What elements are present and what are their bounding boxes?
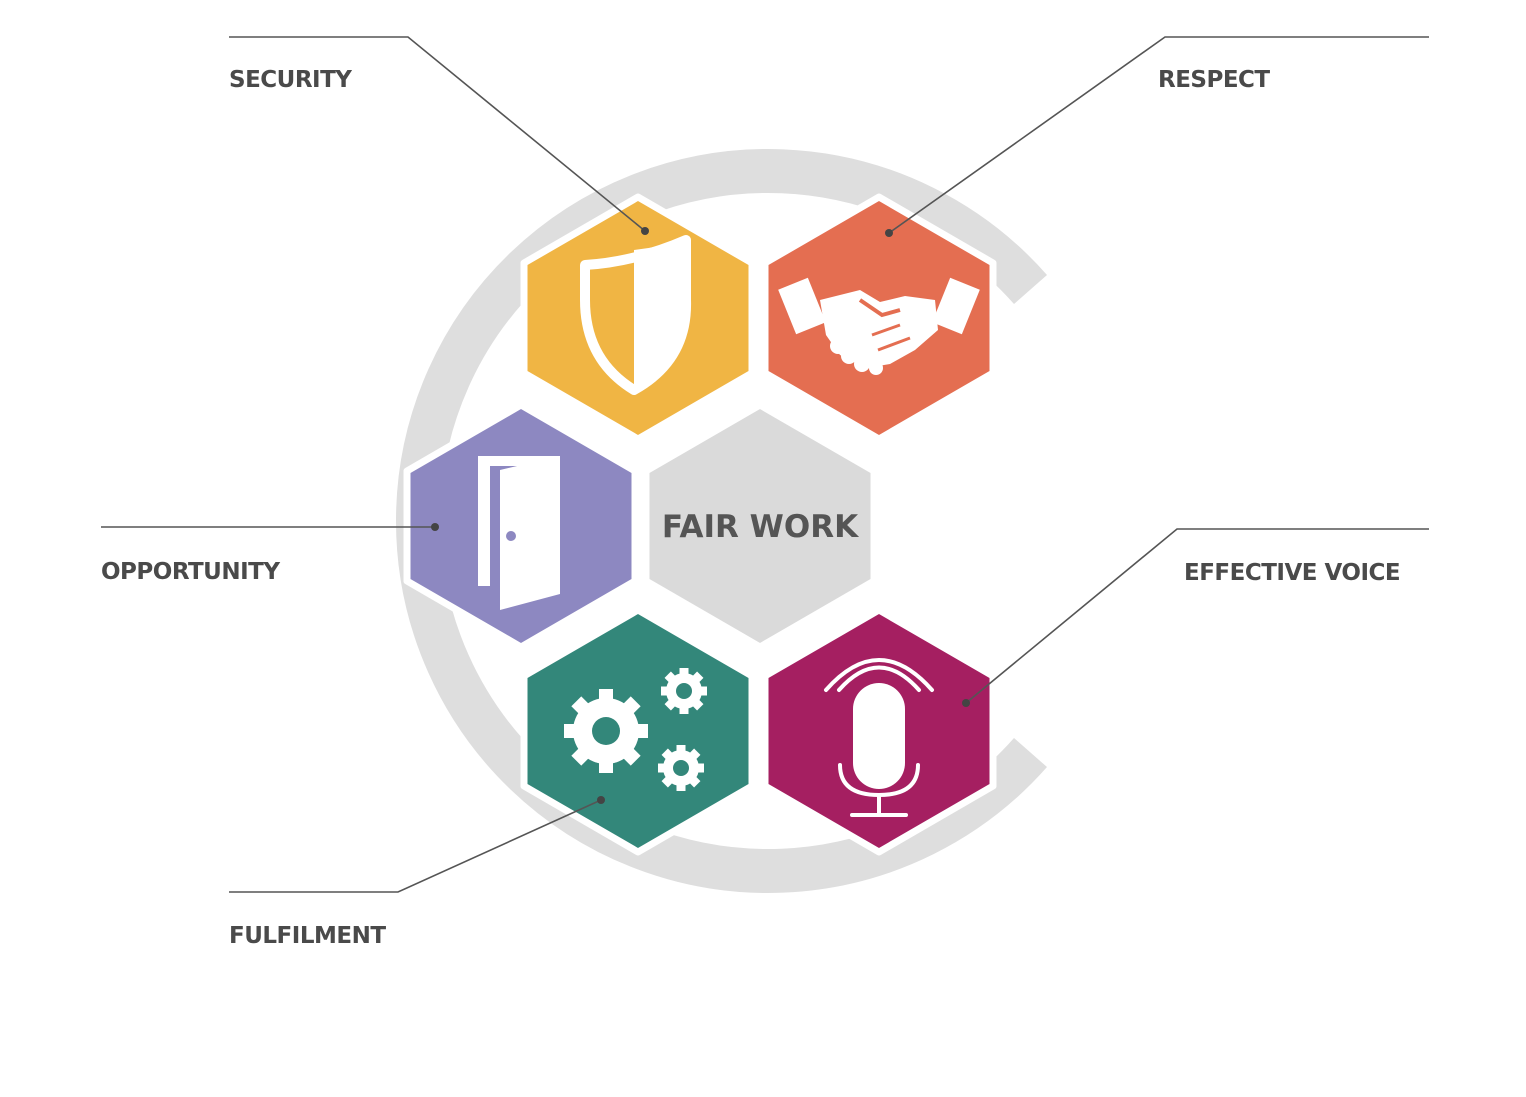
gear-tooth bbox=[679, 706, 689, 714]
gear-tooth bbox=[636, 724, 648, 738]
leader-respect bbox=[888, 36, 1429, 234]
gear-tooth bbox=[658, 763, 666, 773]
gear-tooth bbox=[699, 686, 707, 696]
gear-tooth bbox=[661, 775, 674, 788]
label-fulfilment: FULFILMENT bbox=[229, 923, 386, 949]
center-label: FAIR WORK bbox=[662, 509, 859, 545]
leader-dot-security bbox=[641, 227, 649, 235]
microphone-icon bbox=[824, 658, 934, 817]
shield-icon bbox=[580, 235, 692, 395]
gear-tooth bbox=[622, 696, 641, 715]
gear-tooth bbox=[691, 671, 704, 684]
leader-security bbox=[229, 36, 646, 232]
gear-tooth bbox=[676, 745, 686, 753]
gear-tooth bbox=[664, 698, 677, 711]
label-respect: RESPECT bbox=[1158, 67, 1270, 93]
gear-tooth bbox=[571, 747, 590, 766]
leader-fulfilment bbox=[229, 799, 602, 893]
gear-tooth bbox=[622, 747, 641, 766]
handshake-icon bbox=[778, 277, 980, 375]
gear-tooth bbox=[661, 748, 674, 761]
gear-tooth bbox=[691, 698, 704, 711]
gear-tooth bbox=[696, 763, 704, 773]
gear-tooth bbox=[599, 689, 613, 701]
gear-tooth bbox=[688, 748, 701, 761]
leader-dot-effective-voice bbox=[962, 699, 970, 707]
hex-center bbox=[642, 401, 878, 651]
leader-dot-fulfilment bbox=[597, 796, 605, 804]
leader-dot-opportunity bbox=[431, 523, 439, 531]
gear-tooth bbox=[599, 761, 613, 773]
gear-tooth bbox=[564, 724, 576, 738]
gears-icon bbox=[564, 668, 707, 791]
leader-effective-voice bbox=[965, 528, 1429, 704]
leader-dot-respect bbox=[885, 229, 893, 237]
gear-tooth bbox=[571, 696, 590, 715]
label-security: SECURITY bbox=[229, 67, 352, 93]
gear-tooth bbox=[688, 775, 701, 788]
door-icon bbox=[478, 456, 560, 610]
gear-tooth bbox=[676, 783, 686, 791]
label-effective-voice: EFFECTIVE VOICE bbox=[1184, 560, 1400, 586]
gear-tooth bbox=[664, 671, 677, 684]
gear-tooth bbox=[679, 668, 689, 676]
gear-tooth bbox=[661, 686, 669, 696]
label-opportunity: OPPORTUNITY bbox=[101, 559, 280, 585]
